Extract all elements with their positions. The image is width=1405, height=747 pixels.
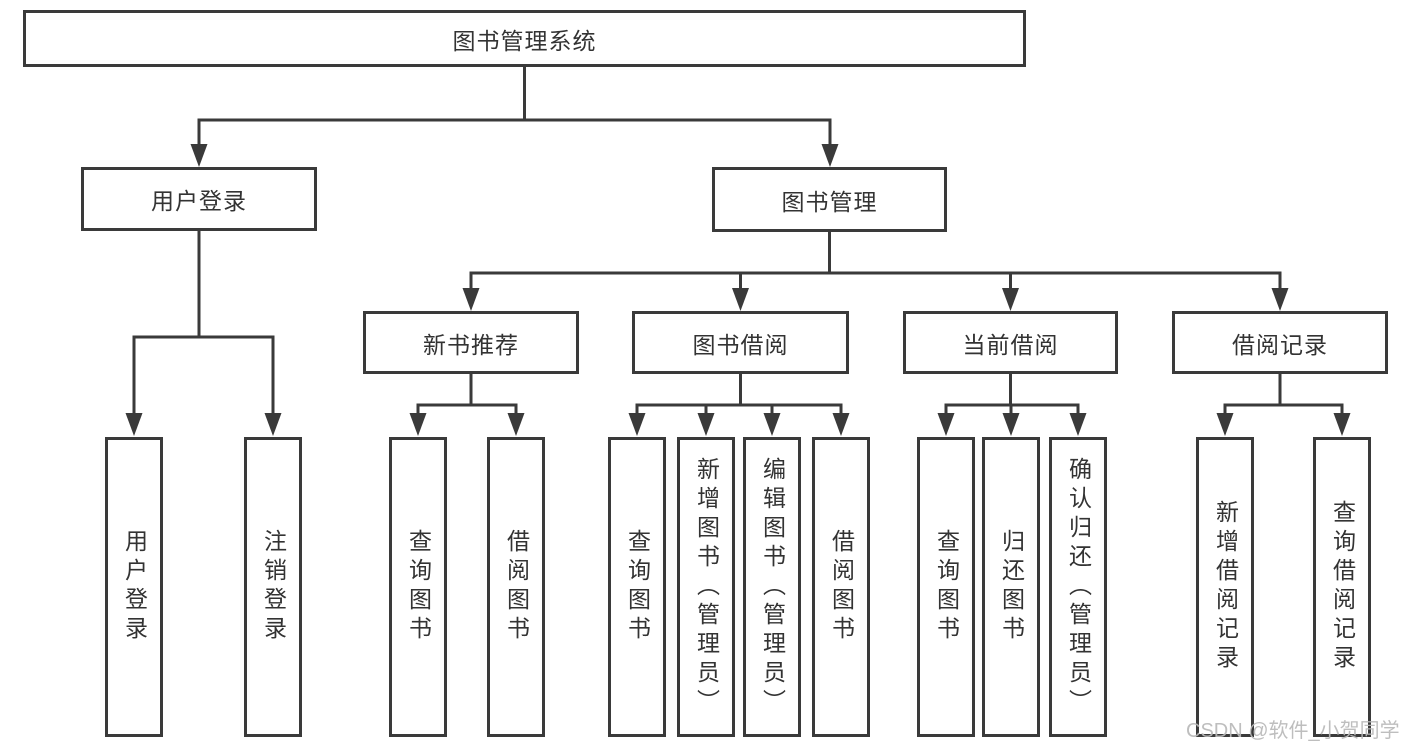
arrow-icon — [821, 144, 839, 167]
connector-current-borrow — [944, 373, 1080, 417]
connector-user-login — [132, 230, 275, 417]
arrow-icon — [628, 413, 646, 436]
connector-root-stem — [197, 67, 832, 148]
node-query-books-borrow-label: 查询图书 — [624, 529, 651, 645]
node-query-books-current: 查询图书 — [917, 437, 975, 737]
arrow-icon — [732, 288, 749, 311]
arrow-icon — [264, 413, 282, 436]
node-user-login-label: 用户登录 — [151, 188, 247, 214]
arrow-icon — [832, 413, 850, 436]
node-borrow-books-borrow: 借阅图书 — [812, 437, 870, 737]
connector-book-borrow — [635, 373, 843, 417]
node-new-book-rec-label: 新书推荐 — [423, 331, 519, 358]
node-query-books-current-label: 查询图书 — [933, 529, 960, 645]
node-root-label: 图书管理系统 — [452, 27, 597, 54]
arrow-icon — [1333, 413, 1351, 436]
node-borrow-records-label: 借阅记录 — [1232, 331, 1328, 358]
watermark: CSDN @软件_小贺同学 — [1186, 720, 1400, 742]
arrow-icon — [1002, 413, 1020, 436]
node-login-label: 用户登录 — [121, 529, 148, 645]
node-new-book-rec: 新书推荐 — [363, 311, 579, 374]
node-current-borrow: 当前借阅 — [903, 311, 1118, 374]
connector-borrow-records — [1223, 373, 1344, 417]
arrow-icon — [1271, 288, 1289, 311]
node-logout: 注销登录 — [244, 437, 302, 737]
node-query-books-rec-label: 查询图书 — [405, 529, 432, 645]
arrow-icon — [937, 413, 955, 436]
node-user-login: 用户登录 — [81, 167, 317, 231]
node-root: 图书管理系统 — [23, 10, 1026, 67]
node-return-books: 归还图书 — [982, 437, 1040, 737]
node-query-books-rec: 查询图书 — [389, 437, 447, 737]
arrow-icon — [409, 413, 427, 436]
node-edit-books-admin: 编辑图书（管理员） — [743, 437, 801, 737]
node-query-borrow-record: 查询借阅记录 — [1313, 437, 1371, 737]
node-return-books-label: 归还图书 — [998, 529, 1025, 645]
arrow-icon — [125, 413, 143, 436]
node-book-borrow: 图书借阅 — [632, 311, 849, 374]
arrow-icon — [1216, 413, 1234, 436]
node-add-books-admin-label: 新增图书（管理员） — [693, 456, 720, 718]
node-logout-label: 注销登录 — [260, 529, 287, 645]
connector-new-book-rec — [416, 373, 518, 417]
node-confirm-return-admin: 确认归还（管理员） — [1049, 437, 1107, 737]
node-query-borrow-record-label: 查询借阅记录 — [1329, 500, 1356, 674]
arrow-icon — [190, 144, 208, 167]
node-edit-books-admin-label: 编辑图书（管理员） — [759, 456, 786, 718]
node-borrow-records: 借阅记录 — [1172, 311, 1388, 374]
arrow-icon — [763, 413, 781, 436]
connector-book-mgmt — [469, 231, 1282, 292]
node-login: 用户登录 — [105, 437, 163, 737]
arrow-icon — [697, 413, 715, 436]
arrow-icon — [507, 413, 525, 436]
node-borrow-books-rec-label: 借阅图书 — [503, 529, 530, 645]
arrow-icon — [462, 288, 480, 311]
arrow-icon — [1002, 288, 1019, 311]
node-borrow-books-rec: 借阅图书 — [487, 437, 545, 737]
node-borrow-books-borrow-label: 借阅图书 — [828, 529, 855, 645]
arrow-icon — [1069, 413, 1087, 436]
node-add-borrow-record: 新增借阅记录 — [1196, 437, 1254, 737]
node-add-borrow-record-label: 新增借阅记录 — [1212, 500, 1239, 674]
node-current-borrow-label: 当前借阅 — [962, 331, 1059, 358]
node-book-mgmt: 图书管理 — [712, 167, 947, 232]
node-book-mgmt-label: 图书管理 — [781, 188, 878, 215]
node-query-books-borrow: 查询图书 — [608, 437, 666, 737]
node-add-books-admin: 新增图书（管理员） — [677, 437, 735, 737]
node-book-borrow-label: 图书借阅 — [692, 331, 789, 358]
node-confirm-return-admin-label: 确认归还（管理员） — [1065, 456, 1092, 718]
